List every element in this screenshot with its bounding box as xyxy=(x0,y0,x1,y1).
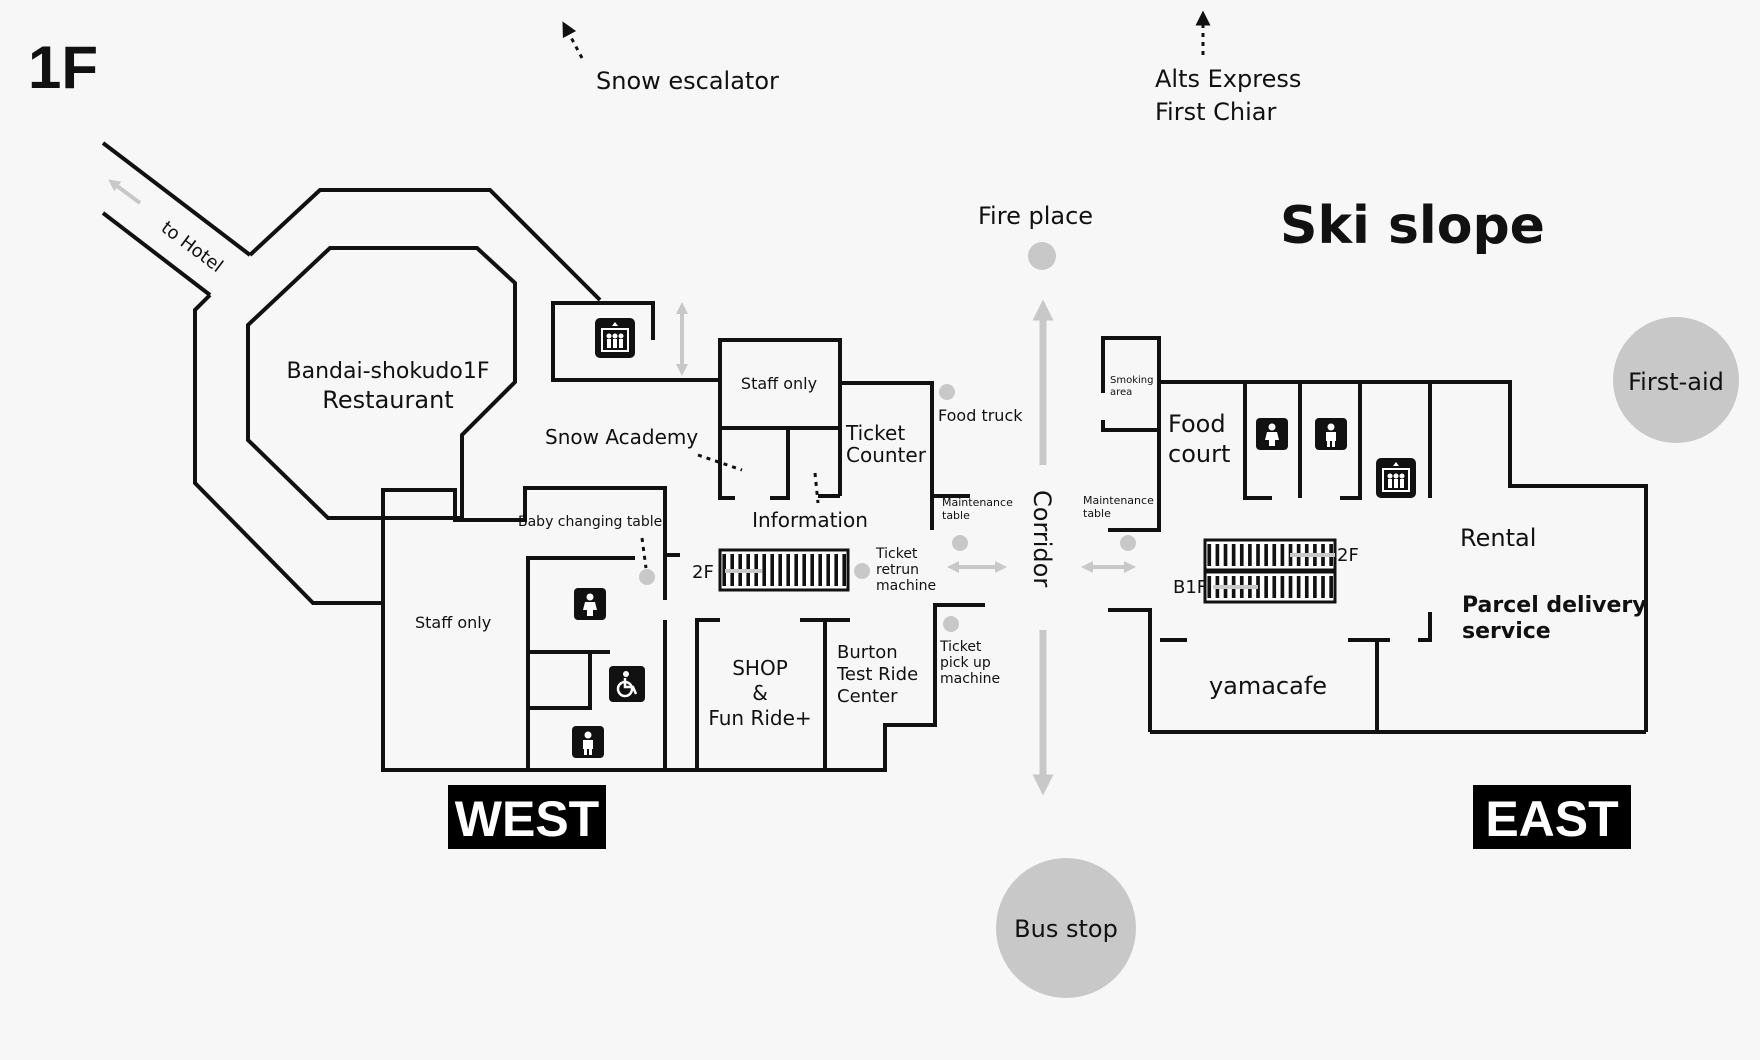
female-toilet-icon[interactable] xyxy=(574,588,606,620)
west-maintenance-label-2: table xyxy=(942,509,970,522)
baby-changing-label: Baby changing table xyxy=(518,514,662,530)
snow-escalator-label: Snow escalator xyxy=(596,67,779,95)
alts-express-label: Alts Express xyxy=(1155,65,1301,93)
food-court-label-2[interactable]: court xyxy=(1168,440,1230,468)
east-male-toilet-icon[interactable] xyxy=(1315,418,1347,450)
restaurant-name: Bandai-shokudo1F xyxy=(287,359,490,384)
shop-label-3[interactable]: Fun Ride+ xyxy=(708,706,811,730)
rental-label[interactable]: Rental xyxy=(1460,524,1536,552)
ticket-pickup-marker[interactable] xyxy=(943,616,959,632)
east-maintenance-label-2: table xyxy=(1083,507,1111,520)
ticket-return-label-2: retrun xyxy=(876,562,919,578)
first-aid-label: First-aid xyxy=(1628,368,1724,396)
food-court-label-1[interactable]: Food xyxy=(1168,410,1226,438)
food-truck-marker[interactable] xyxy=(939,384,955,400)
shop-label-2[interactable]: & xyxy=(752,681,768,705)
west-maintenance-marker[interactable] xyxy=(952,535,968,551)
east-escalator-b1f-label: B1F xyxy=(1173,577,1207,598)
floor-label: 1F xyxy=(28,34,98,101)
east-maintenance-marker[interactable] xyxy=(1120,535,1136,551)
west-badge-label: WEST xyxy=(455,791,599,847)
ticket-return-marker[interactable] xyxy=(854,563,870,579)
ticket-pickup-label-3: machine xyxy=(940,671,1000,687)
west-escalator-label: 2F xyxy=(692,562,714,583)
to-hotel-label: to Hotel xyxy=(157,217,227,277)
ticket-return-label-1: Ticket xyxy=(875,546,918,562)
east-maintenance-label-1: Maintenance xyxy=(1083,494,1154,507)
ticket-pickup-label-2: pick up xyxy=(940,655,991,671)
snow-academy-label[interactable]: Snow Academy xyxy=(545,425,698,449)
west-maintenance-label-1: Maintenance xyxy=(942,496,1013,509)
west-building xyxy=(193,188,985,772)
ticket-counter-label-2[interactable]: Counter xyxy=(846,443,927,467)
east-badge-label: EAST xyxy=(1485,791,1618,847)
east-building xyxy=(1101,336,1648,734)
information-label[interactable]: Information xyxy=(752,508,868,532)
elevator-icon[interactable] xyxy=(594,317,636,359)
fire-place-label: Fire place xyxy=(978,202,1093,230)
smoking-area-label-1: Smoking xyxy=(1110,375,1153,386)
yamacafe-label[interactable]: yamacafe xyxy=(1209,672,1327,700)
information-pointer xyxy=(813,472,820,504)
shop-label-1[interactable]: SHOP xyxy=(732,656,788,680)
east-badge xyxy=(1473,785,1631,849)
east-escalator-up-icon[interactable] xyxy=(1203,538,1337,572)
first-chair-label: First Chiar xyxy=(1155,98,1276,126)
ski-slope-label: Ski slope xyxy=(1280,196,1545,256)
smoking-area-label-2: area xyxy=(1110,387,1132,398)
parcel-delivery-label-2[interactable]: service xyxy=(1462,619,1551,644)
baby-changing-pointer xyxy=(640,537,648,569)
ticket-pickup-label-1: Ticket xyxy=(939,639,982,655)
restaurant-label: Restaurant xyxy=(322,386,453,414)
staff-only-left-label: Staff only xyxy=(415,613,491,632)
east-elevator-icon[interactable] xyxy=(1375,457,1417,499)
corridor-label: Corridor xyxy=(1028,490,1056,587)
west-escalator-icon[interactable] xyxy=(718,548,850,592)
east-female-toilet-icon[interactable] xyxy=(1256,418,1288,450)
parcel-delivery-label-1[interactable]: Parcel delivery xyxy=(1462,593,1647,618)
snow-academy-pointer xyxy=(697,453,743,472)
bus-stop-marker[interactable] xyxy=(996,858,1136,998)
staff-only-top-label: Staff only xyxy=(741,374,817,393)
burton-label-2[interactable]: Test Ride xyxy=(836,664,918,685)
burton-label-1[interactable]: Burton xyxy=(837,642,898,663)
ticket-counter-label-1[interactable]: Ticket xyxy=(845,421,905,445)
food-truck-label: Food truck xyxy=(938,406,1023,425)
east-escalator-down-icon[interactable] xyxy=(1203,570,1337,604)
first-aid-marker[interactable] xyxy=(1613,317,1739,443)
restaurant-room[interactable] xyxy=(246,246,517,520)
ticket-return-label-3: machine xyxy=(876,578,936,594)
snow-escalator-arrow xyxy=(562,21,584,59)
baby-changing-marker[interactable] xyxy=(639,569,655,585)
fire-place-marker xyxy=(1028,242,1056,270)
burton-label-3[interactable]: Center xyxy=(837,686,898,707)
male-toilet-icon[interactable] xyxy=(572,726,604,758)
west-badge xyxy=(448,785,606,849)
wheelchair-icon[interactable] xyxy=(607,664,647,704)
east-escalator-2f-label: 2F xyxy=(1337,545,1359,566)
bus-stop-label: Bus stop xyxy=(1014,915,1118,943)
hotel-passage[interactable]: to Hotel xyxy=(101,141,252,297)
